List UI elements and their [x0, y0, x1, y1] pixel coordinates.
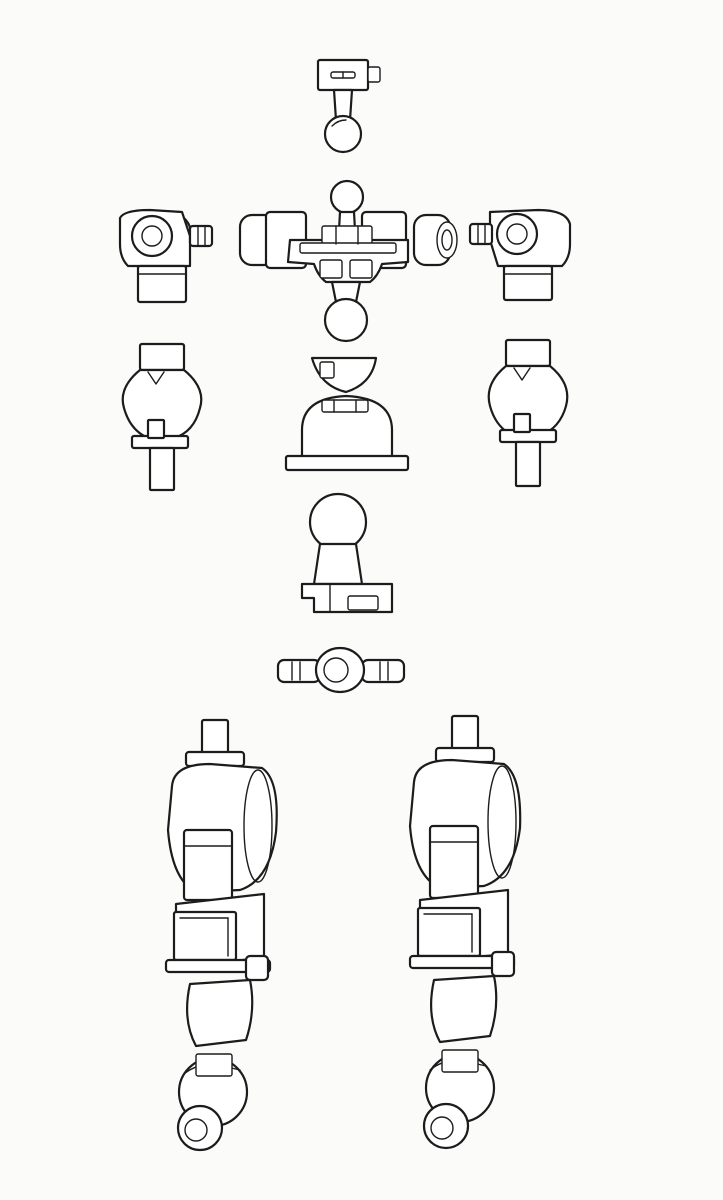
left-elbow-part [121, 342, 203, 492]
left-leg-part [164, 718, 278, 1152]
neck-joint-part [316, 58, 381, 154]
right-leg-part [408, 714, 522, 1150]
hip-connector-part [276, 646, 406, 694]
abdomen-joint-part [300, 492, 394, 614]
left-shoulder-part [118, 208, 214, 304]
right-elbow-part [487, 338, 569, 488]
waist-housing-part [284, 356, 410, 472]
right-shoulder-part [468, 208, 572, 302]
torso-frame-part [238, 179, 458, 343]
